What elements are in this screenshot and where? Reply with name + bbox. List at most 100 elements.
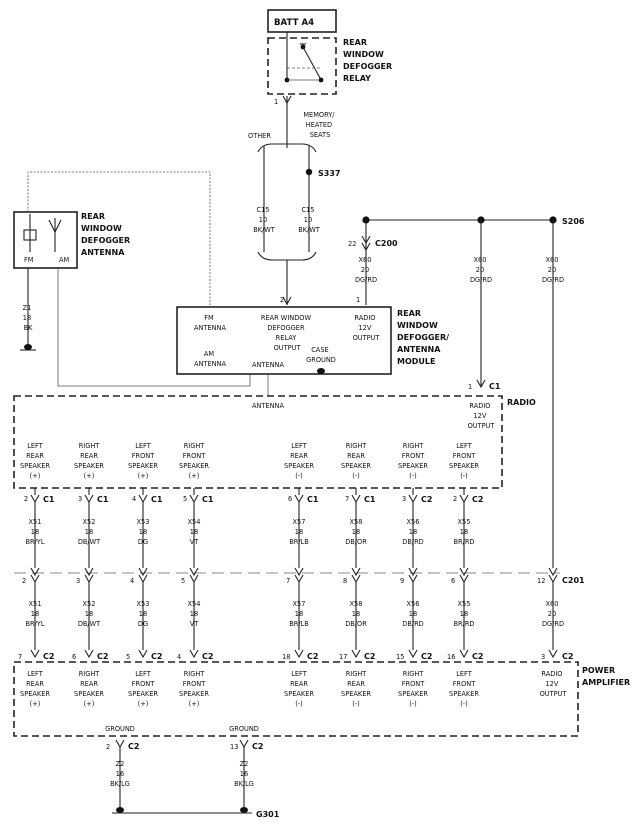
radio-connector-name: C1: [43, 495, 55, 504]
amp-connector-pin: 16: [447, 653, 455, 661]
amp-connector-pin: 7: [18, 653, 22, 661]
batt-box: [267, 9, 337, 33]
amp-connector-name: C2: [307, 652, 318, 661]
radio-antenna-label: ANTENNA: [252, 402, 285, 410]
c201-connector-symbol: [408, 567, 418, 584]
module-antenna-label: ANTENNA: [252, 361, 285, 369]
amp-connector-symbol: [351, 649, 361, 659]
relay-wire-left: C15 10 BK/WT: [253, 206, 276, 234]
top-wire-radio: X60 20 DG/RD: [470, 256, 492, 284]
module-label: REAR WINDOW DEFOGGER/ ANTENNA MODULE: [397, 309, 452, 366]
c201-connector-symbol: [84, 567, 94, 584]
antenna-ground-wire: Z1 18 BK: [23, 304, 34, 332]
amp-connector-name: C2: [202, 652, 213, 661]
c201-connector-pin: 5: [181, 577, 185, 585]
antenna-label: REAR WINDOW DEFOGGER ANTENNA: [81, 212, 133, 257]
amp-radio-c2-pin: 3: [541, 653, 545, 661]
c201-connector-pin: 9: [400, 577, 404, 585]
radio-connector-symbol: [189, 494, 199, 504]
radio-connector-name: C2: [472, 495, 483, 504]
amp-box: [13, 661, 579, 737]
amp-connector-name: C2: [421, 652, 432, 661]
radio-connector-symbol: [351, 494, 361, 504]
radio-c1-pin: 1: [468, 383, 472, 391]
splice-s337-label: S337: [318, 169, 340, 178]
amp-connector-name: C2: [472, 652, 483, 661]
radio-connector-pin: 2: [453, 495, 457, 503]
radio-c1-connector-symbol: [476, 379, 486, 389]
c200-pin: 22: [348, 240, 356, 248]
c201-connector-symbol: [351, 567, 361, 584]
radio-connector-name: C1: [151, 495, 163, 504]
radio-connector-name: C1: [307, 495, 319, 504]
amp-connector-pin: 17: [339, 653, 347, 661]
c201-connector-symbol: [30, 567, 40, 584]
antenna-symbol: [23, 214, 62, 252]
radio-connector-symbol: [84, 494, 94, 504]
relay-box: [267, 37, 337, 95]
module-fm-antenna: FM ANTENNA: [194, 314, 227, 332]
module-case-ground: CASE GROUND: [306, 346, 336, 364]
amp-radio-c2-label: C2: [562, 652, 573, 661]
antenna-ground-symbol: [20, 344, 36, 351]
ground-symbol: [240, 807, 248, 813]
ground-connector-pin: 13: [230, 743, 238, 751]
antenna-am-label: AM: [59, 256, 70, 264]
module-am-antenna: AM ANTENNA: [194, 350, 227, 368]
antenna-box: [13, 211, 78, 269]
splice-s206-label: S206: [562, 217, 585, 226]
module-box: [176, 306, 392, 375]
other-label: OTHER: [248, 132, 271, 140]
amp-connector-pin: 4: [177, 653, 181, 661]
c201-connector-pin: 8: [343, 577, 347, 585]
ground-connector-pin: 2: [106, 743, 110, 751]
ground-connector-name: C2: [252, 742, 263, 751]
amp-connector-name: C2: [151, 652, 162, 661]
amp-connector-symbol: [294, 649, 304, 659]
c201-connector-pin: 4: [130, 577, 134, 585]
c201-label: C201: [562, 576, 585, 585]
c201-connector-symbol: [459, 567, 469, 584]
radio-connector-pin: 3: [402, 495, 406, 503]
relay-label: REAR WINDOW DEFOGGER RELAY: [343, 38, 395, 83]
antenna-fm-label: FM: [24, 256, 34, 264]
amp-connector-pin: 15: [396, 653, 404, 661]
relay-pin: 1: [274, 98, 278, 106]
module-pin2: 2: [280, 296, 284, 304]
amp-label: POWER AMPLIFIER: [582, 666, 630, 687]
amp-connector-pin: 18: [282, 653, 290, 661]
splice-s337-dot: [305, 168, 313, 176]
radio-connector-symbol: [138, 494, 148, 504]
memory-heated-seats-note: MEMORY/ HEATED SEATS: [303, 111, 336, 139]
amp-connector-name: C2: [97, 652, 108, 661]
